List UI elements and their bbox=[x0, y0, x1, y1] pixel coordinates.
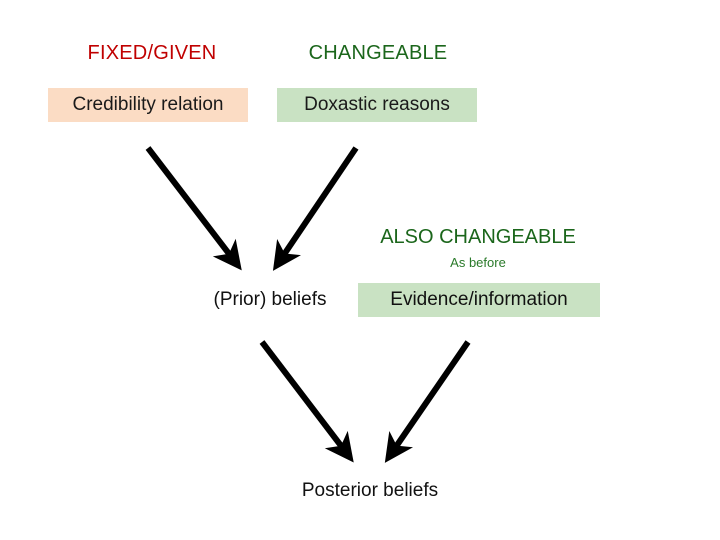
node-doxastic-reasons: Doxastic reasons bbox=[277, 88, 477, 122]
arrow-prior-to-posterior bbox=[259, 340, 354, 463]
arrow-evidence-to-posterior bbox=[384, 340, 471, 463]
label-also-changeable: ALSO CHANGEABLE bbox=[380, 226, 576, 248]
node-evidence-information: Evidence/information bbox=[358, 283, 600, 317]
arrow-doxastic-to-prior bbox=[272, 146, 359, 271]
column-header-fixed-given: FIXED/GIVEN bbox=[87, 42, 217, 64]
arrow-credibility-to-prior bbox=[145, 146, 242, 271]
node-prior-beliefs: (Prior) beliefs bbox=[213, 289, 327, 310]
column-header-changeable: CHANGEABLE bbox=[308, 42, 448, 64]
label-as-before: As before bbox=[450, 255, 506, 270]
node-posterior-beliefs: Posterior beliefs bbox=[301, 480, 439, 501]
node-credibility-relation: Credibility relation bbox=[48, 88, 248, 122]
